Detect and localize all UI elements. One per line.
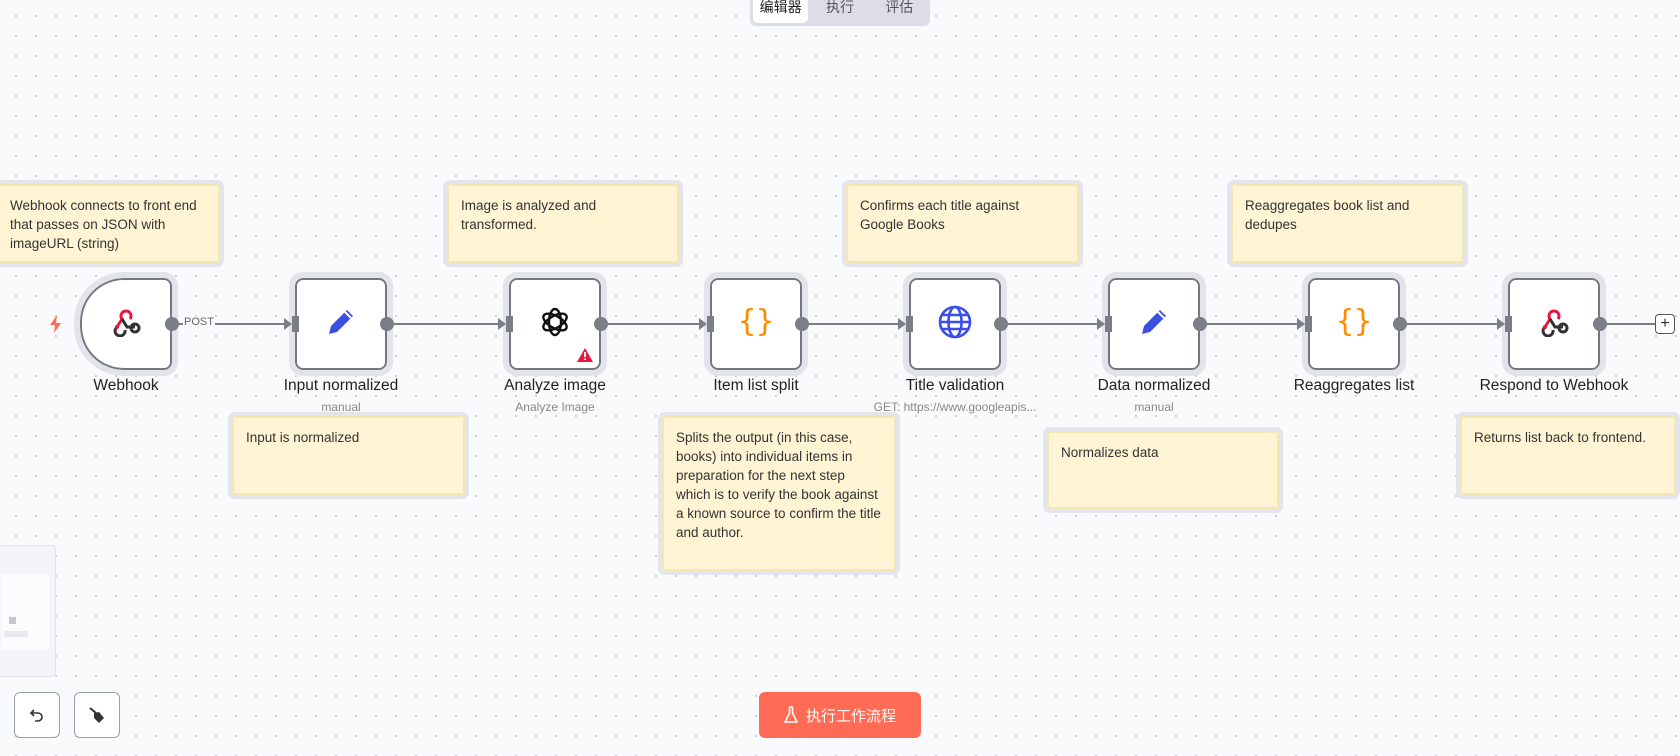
- input-handle[interactable]: [1505, 316, 1512, 332]
- code-braces-icon: {}: [736, 302, 776, 347]
- node-label: Input normalized: [283, 377, 399, 394]
- undo-icon: [29, 709, 43, 722]
- node-reaggregates-list[interactable]: {}: [1302, 272, 1406, 376]
- run-workflow-label: 执行工作流程: [805, 707, 896, 725]
- node-label: Analyze image: [504, 377, 606, 394]
- input-handle[interactable]: [506, 316, 513, 332]
- output-handle[interactable]: [1393, 317, 1407, 331]
- node-subtitle: Analyze Image: [515, 400, 595, 414]
- flask-icon: [783, 706, 798, 723]
- tab-evaluations[interactable]: 评估: [885, 0, 914, 15]
- edge-label: POST: [183, 316, 215, 328]
- node-analyze-image[interactable]: [503, 272, 607, 376]
- minimap[interactable]: [0, 545, 56, 677]
- node-title-validation[interactable]: [903, 272, 1007, 376]
- node-label: Title validation: [905, 377, 1005, 394]
- output-handle[interactable]: [795, 317, 809, 331]
- arrow-icon: [1297, 318, 1305, 330]
- connection-edge[interactable]: [394, 323, 498, 325]
- broom-icon: [89, 707, 104, 723]
- node-item-list-split[interactable]: {}: [704, 272, 808, 376]
- sticky-note[interactable]: Normalizes data: [1043, 427, 1283, 513]
- arrow-icon: [498, 318, 506, 330]
- arrow-icon: [1497, 318, 1505, 330]
- output-handle[interactable]: [1193, 317, 1207, 331]
- warning-icon: [577, 348, 593, 362]
- view-tabs: 编辑器 执行 评估: [750, 0, 930, 26]
- undo-button[interactable]: [14, 692, 60, 738]
- code-braces-icon: {}: [1334, 302, 1374, 347]
- sticky-note[interactable]: Returns list back to frontend.: [1456, 412, 1680, 499]
- trigger-bolt-icon: [50, 315, 61, 333]
- pencil-icon: [1136, 304, 1172, 345]
- input-handle[interactable]: [906, 316, 913, 332]
- input-handle[interactable]: [707, 316, 714, 332]
- sticky-note[interactable]: Reaggregates book list and dedupes: [1227, 180, 1468, 267]
- input-handle[interactable]: [292, 316, 299, 332]
- node-label: Respond to Webhook: [1479, 377, 1629, 394]
- connection-edge[interactable]: [809, 323, 898, 325]
- svg-text:{}: {}: [1336, 304, 1372, 339]
- pencil-icon: [323, 304, 359, 345]
- connection-edge[interactable]: [1207, 323, 1297, 325]
- webhook-icon: [1539, 307, 1569, 342]
- arrow-icon: [898, 318, 906, 330]
- connection-edge[interactable]: [1008, 323, 1097, 325]
- node-label: Webhook: [93, 377, 159, 394]
- node-label: Data normalized: [1097, 377, 1211, 394]
- webhook-icon: [111, 307, 141, 342]
- tab-editor[interactable]: 编辑器: [753, 0, 809, 23]
- node-input-normalized[interactable]: [289, 272, 393, 376]
- node-subtitle: manual: [321, 400, 361, 414]
- input-handle[interactable]: [1305, 316, 1312, 332]
- svg-text:{}: {}: [738, 304, 774, 339]
- connection-edge[interactable]: [608, 323, 699, 325]
- output-handle[interactable]: [594, 317, 608, 331]
- output-handle[interactable]: [1593, 317, 1607, 331]
- arrow-icon: [284, 318, 292, 330]
- run-workflow-button[interactable]: 执行工作流程: [759, 692, 921, 738]
- tab-executions[interactable]: 执行: [825, 0, 854, 15]
- node-respond-to-webhook[interactable]: [1502, 272, 1606, 376]
- output-handle[interactable]: [380, 317, 394, 331]
- sticky-note[interactable]: Input is normalized: [228, 412, 469, 499]
- sticky-note[interactable]: Image is analyzed and transformed.: [443, 180, 683, 267]
- sticky-note[interactable]: Confirms each title against Google Books: [842, 180, 1083, 267]
- output-handle[interactable]: [994, 317, 1008, 331]
- sticky-note[interactable]: Webhook connects to front end that passe…: [0, 180, 224, 267]
- add-node-button[interactable]: +: [1655, 314, 1675, 334]
- node-subtitle: GET: https://www.googleapis...: [873, 400, 1037, 414]
- node-label: Reaggregates list: [1293, 377, 1415, 394]
- connection-edge[interactable]: [179, 323, 284, 325]
- node-webhook[interactable]: [74, 272, 178, 376]
- sticky-note[interactable]: Splits the output (in this case, books) …: [658, 412, 900, 575]
- input-handle[interactable]: [1105, 316, 1112, 332]
- connection-edge[interactable]: [1607, 323, 1655, 325]
- arrow-icon: [699, 318, 707, 330]
- globe-icon: [937, 304, 973, 345]
- openai-icon: [536, 303, 574, 346]
- node-subtitle: manual: [1134, 400, 1174, 414]
- tidy-up-button[interactable]: [74, 692, 120, 738]
- node-label: Item list split: [713, 377, 799, 394]
- output-handle[interactable]: [165, 317, 179, 331]
- connection-edge[interactable]: [1407, 323, 1497, 325]
- node-data-normalized[interactable]: [1102, 272, 1206, 376]
- arrow-icon: [1097, 318, 1105, 330]
